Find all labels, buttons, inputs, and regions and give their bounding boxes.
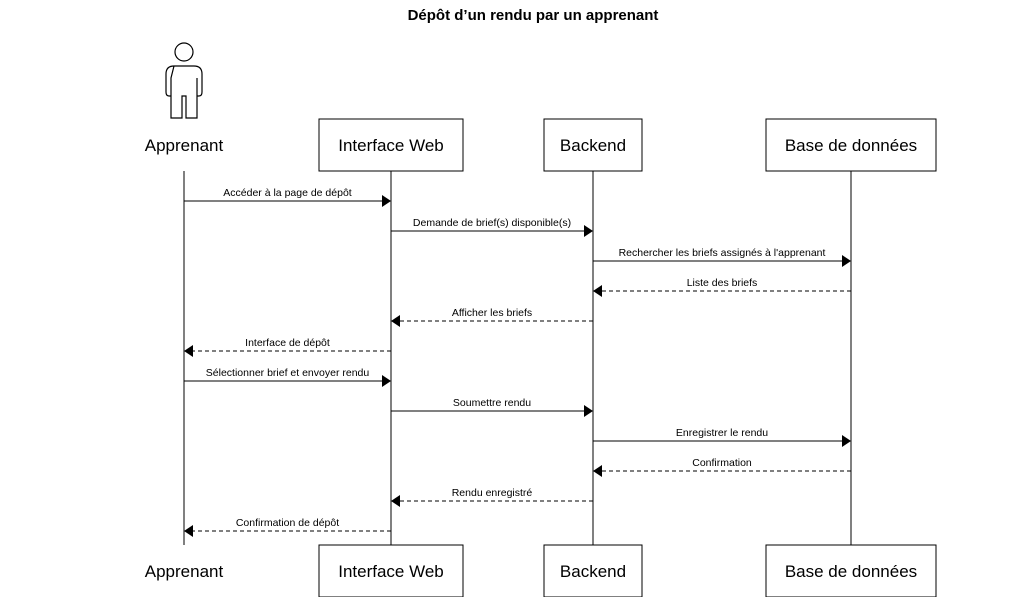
message-label: Demande de brief(s) disponible(s) [413,217,571,229]
participant-label-backend-top: Backend [560,136,626,155]
arrowhead-icon [584,225,593,237]
participant-label-db-bottom: Base de données [785,562,917,581]
participant-box-web-top [318,118,464,172]
message-label: Liste des briefs [687,277,758,289]
message-label: Sélectionner brief et envoyer rendu [206,367,370,379]
diagram-title: Dépôt d’un rendu par un apprenant [408,7,659,24]
participant-label-web-top: Interface Web [338,136,444,155]
participant-label-apprenant-bottom: Apprenant [145,562,224,581]
message-2: Demande de brief(s) disponible(s) [391,217,593,237]
participants-bottom: Apprenant Interface Web Backend Base de don… [145,544,937,597]
message-label: Confirmation [692,457,752,469]
participant-box-db-bottom [765,544,937,597]
participants-top: Apprenant Interface Web Backend Base de don… [145,42,937,172]
message-1: Accéder à la page de dépôt [184,187,391,207]
message-9: Enregistrer le rendu [593,427,851,447]
message-4: Liste des briefs [593,277,851,297]
message-label: Afficher les briefs [452,307,532,319]
message-10: Confirmation [593,457,851,477]
arrowhead-icon [842,255,851,267]
arrowhead-icon [382,375,391,387]
participant-label-apprenant-top: Apprenant [145,136,224,155]
message-3: Rechercher les briefs assignés à l'appre… [593,247,851,267]
message-5: Afficher les briefs [391,307,593,327]
participant-label-db-top: Base de données [785,136,917,155]
arrowhead-icon [584,405,593,417]
participant-box-backend-top [543,118,643,172]
message-8: Soumettre rendu [391,397,593,417]
participant-box-web-bottom [318,544,464,597]
message-label: Accéder à la page de dépôt [223,187,352,199]
message-label: Rechercher les briefs assignés à l'appre… [619,247,826,259]
message-7: Sélectionner brief et envoyer rendu [184,367,391,387]
arrowhead-icon [382,195,391,207]
arrowhead-icon [842,435,851,447]
message-12: Confirmation de dépôt [184,517,391,537]
actor-figure-icon [165,42,203,119]
message-label: Interface de dépôt [245,337,330,349]
message-label: Confirmation de dépôt [236,517,339,529]
message-label: Rendu enregistré [452,487,533,499]
message-6: Interface de dépôt [184,337,391,357]
message-11: Rendu enregistré [391,487,593,507]
arrowhead-icon [593,285,602,297]
participant-box-backend-bottom [543,544,643,597]
message-label: Enregistrer le rendu [676,427,768,439]
arrowhead-icon [391,315,400,327]
participant-box-db-top [765,118,937,172]
participant-label-web-bottom: Interface Web [338,562,444,581]
arrowhead-icon [184,345,193,357]
message-label: Soumettre rendu [453,397,531,409]
lifelines [183,171,852,545]
arrowhead-icon [593,465,602,477]
arrowhead-icon [184,525,193,537]
participant-label-backend-bottom: Backend [560,562,626,581]
arrowhead-icon [391,495,400,507]
